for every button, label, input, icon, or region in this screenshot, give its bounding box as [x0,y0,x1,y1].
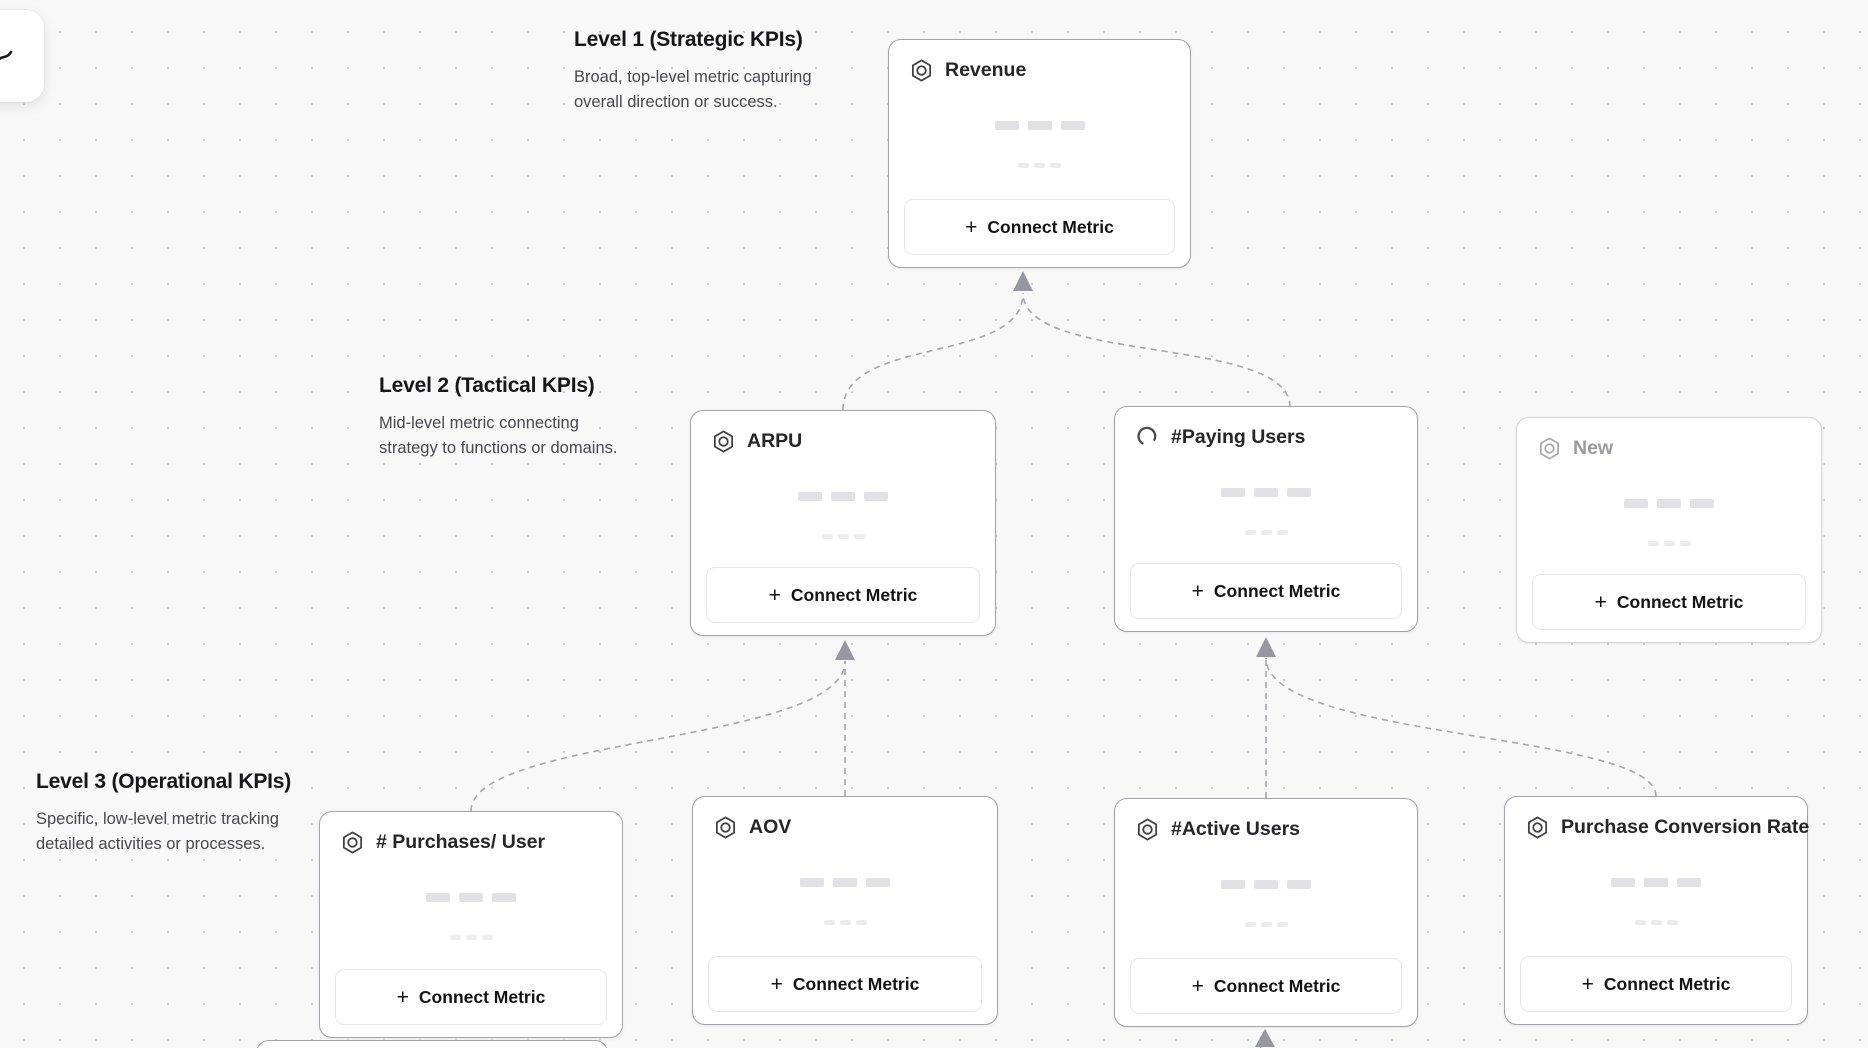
plus-icon: + [1191,974,1204,998]
metric-card-title: #Active Users [1171,818,1300,840]
metric-card-purchases-per-user[interactable]: # Purchases/ User + Connect Metric [319,811,623,1038]
connect-metric-button[interactable]: + Connect Metric [708,956,982,1012]
plus-icon: + [396,985,409,1009]
card-header: # Purchases/ User [340,830,606,855]
skeleton-dashes [1647,541,1691,546]
connect-metric-label: Connect Metric [1213,580,1341,601]
card-header: #Paying Users [1135,425,1401,450]
plus-icon: + [1581,972,1594,996]
metric-hexagon-icon [1539,437,1560,460]
plus-icon: + [770,972,783,996]
connect-metric-label: Connect Metric [418,986,546,1007]
connect-metric-label: Connect Metric [987,216,1114,237]
connect-metric-label: Connect Metric [1603,973,1731,994]
level-3-label: Level 3 (Operational KPIs) Specific, low… [36,770,314,857]
skeleton-bars [1221,488,1311,497]
metric-placeholder-skeleton [889,121,1190,168]
level-3-description: Specific, low-level metric tracking deta… [36,810,279,853]
card-header: Revenue [909,58,1174,83]
metric-card-paying-users[interactable]: #Paying Users + Connect Metric [1114,406,1418,632]
card-header: ARPU [711,429,979,454]
level-1-title: Level 1 (Strategic KPIs) [574,28,803,51]
cursor-icon [0,50,13,61]
metric-placeholder-skeleton [693,878,997,925]
metric-placeholder-skeleton [1505,878,1807,925]
connect-metric-label: Connect Metric [1213,975,1341,996]
metric-hexagon-icon [911,59,932,82]
level-3-title: Level 3 (Operational KPIs) [36,770,292,793]
card-header: AOV [713,815,981,840]
level-2-description: Mid-level metric connecting strategy to … [379,414,618,457]
skeleton-bars [994,121,1085,130]
skeleton-dashes [1634,920,1678,925]
card-header: Purchase Conversion Rate [1525,815,1809,840]
connect-metric-label: Connect Metric [790,584,918,605]
connect-metric-button[interactable]: + Connect Metric [904,199,1175,255]
skeleton-dashes [449,935,493,940]
metric-card-arpu[interactable]: ARPU + Connect Metric [690,410,996,636]
metric-hexagon-icon [713,430,734,453]
skeleton-dashes [1244,922,1288,927]
metric-card-title: Revenue [945,59,1027,81]
cursor-tool-button[interactable] [0,10,44,102]
plus-icon: + [1594,590,1607,614]
card-header: #Active Users [1135,817,1401,842]
metric-placeholder-skeleton [1115,488,1417,535]
skeleton-dashes [1244,530,1288,535]
connect-metric-button[interactable]: + Connect Metric [706,567,980,623]
metric-card-title: Purchase Conversion Rate [1561,816,1810,838]
metric-card-aov[interactable]: AOV + Connect Metric [692,796,998,1025]
connect-metric-button[interactable]: + Connect Metric [1130,563,1402,619]
level-2-title: Level 2 (Tactical KPIs) [379,374,595,397]
metric-placeholder-skeleton [691,492,995,539]
connect-metric-button[interactable]: + Connect Metric [1520,956,1792,1012]
metric-placeholder-skeleton [1517,499,1821,546]
connect-metric-button[interactable]: + Connect Metric [335,969,607,1025]
skeleton-bars [798,492,888,501]
metric-hexagon-icon [342,831,363,854]
metric-card-title: #Paying Users [1171,426,1306,448]
metric-card-new[interactable]: New + Connect Metric [1516,417,1822,643]
plus-icon: + [768,583,781,607]
skeleton-bars [1221,880,1311,889]
skeleton-bars [1624,499,1714,508]
skeleton-dashes [823,920,867,925]
metric-placeholder-skeleton [320,893,622,940]
plus-icon: + [965,215,978,239]
plus-icon: + [1191,579,1204,603]
level-2-label: Level 2 (Tactical KPIs) Mid-level metric… [379,374,629,461]
connect-metric-button[interactable]: + Connect Metric [1130,958,1402,1014]
connect-metric-label: Connect Metric [792,973,920,994]
metric-card-purchase-conversion-rate[interactable]: Purchase Conversion Rate + Connect Metri… [1504,796,1809,1025]
metric-card-title: AOV [749,816,792,838]
metric-placeholder-skeleton [1115,880,1417,927]
metric-card-active-users[interactable]: #Active Users + Connect Metric [1114,798,1418,1027]
metric-card-revenue[interactable]: Revenue + Connect Metric [888,39,1191,268]
level-1-description: Broad, top-level metric capturing overal… [574,68,812,111]
metric-card-title: # Purchases/ User [376,831,546,853]
metric-hexagon-icon [1137,818,1158,841]
skeleton-dashes [1018,163,1061,168]
metric-card-title: New [1573,437,1614,459]
skeleton-bars [800,878,890,887]
card-header: New [1537,436,1805,461]
loading-spinner-icon [1137,426,1157,445]
skeleton-bars [426,893,516,902]
skeleton-bars [1611,878,1701,887]
metric-card-title: ARPU [747,430,803,452]
metric-hexagon-icon [715,816,736,839]
skeleton-dashes [821,534,865,539]
level-1-label: Level 1 (Strategic KPIs) Broad, top-leve… [574,28,842,115]
metric-hexagon-icon [1527,816,1548,839]
connect-metric-label: Connect Metric [1616,591,1744,612]
metric-card-partial-offscreen[interactable] [256,1040,608,1048]
connect-metric-button[interactable]: + Connect Metric [1532,574,1806,630]
